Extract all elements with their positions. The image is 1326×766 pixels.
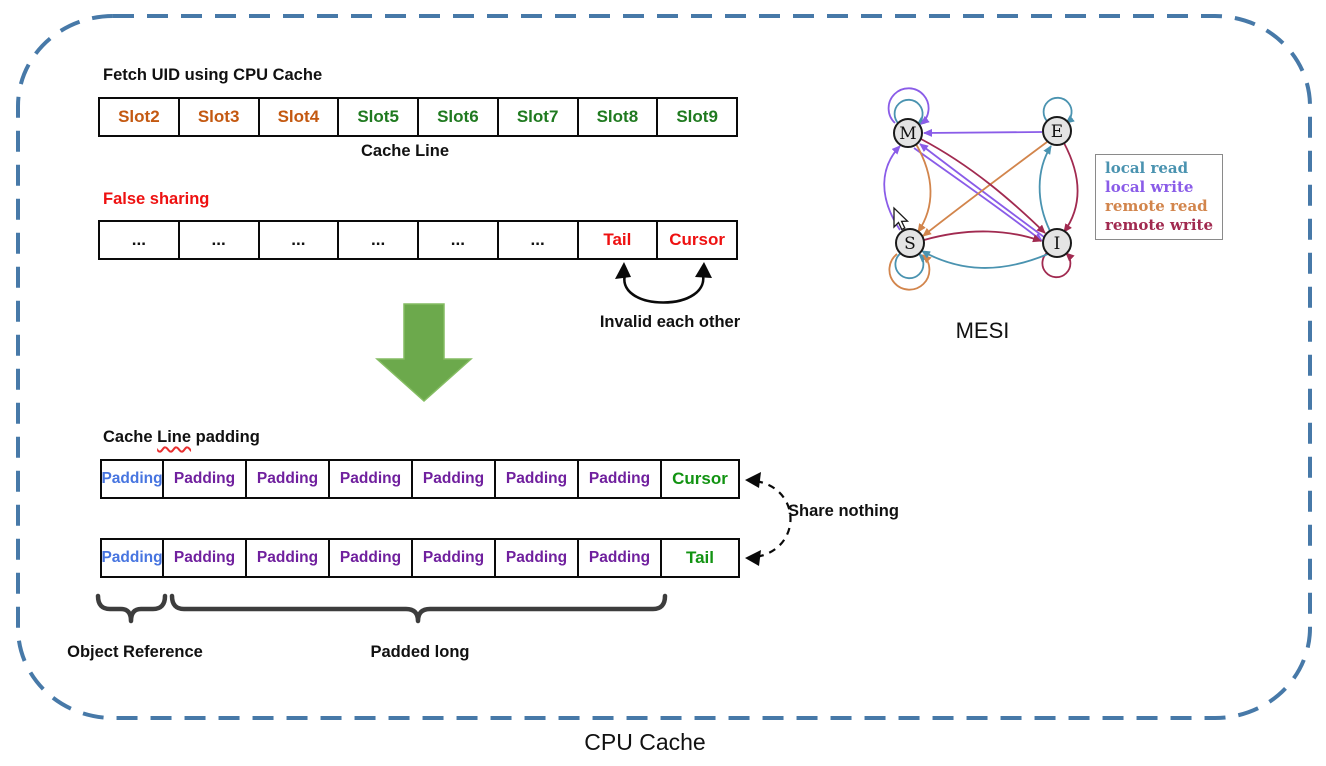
cursor-cell: Cursor xyxy=(656,222,736,258)
padded-long-brace xyxy=(169,593,668,624)
tail-cell: Tail xyxy=(660,540,738,576)
svg-text:S: S xyxy=(904,234,916,254)
edge-e-to-s xyxy=(922,141,1048,237)
mesi-title: MESI xyxy=(955,318,1010,343)
e-local-read-loop xyxy=(1042,96,1075,124)
mesi-node-i: I xyxy=(1042,228,1072,258)
slot-cell: Slot2 xyxy=(118,107,160,126)
object-reference-brace xyxy=(95,593,168,624)
mesi-node-m: M xyxy=(893,118,923,148)
tail-cell: Tail xyxy=(576,222,657,258)
ellipsis-cell: ... xyxy=(496,222,577,258)
edge-s-to-i xyxy=(923,230,1042,243)
mesi-node-s: S xyxy=(895,228,925,258)
edge-e-to-i xyxy=(1063,142,1079,233)
share-nothing-arrow xyxy=(745,472,792,566)
padding-cell: Padding xyxy=(328,461,411,497)
svg-text:M: M xyxy=(899,124,916,144)
slot-cell: Slot9 xyxy=(656,99,736,135)
slot-cell: Slot4 xyxy=(257,99,338,135)
padding-title-prefix: Cache xyxy=(103,428,158,446)
m-local-write-loop xyxy=(887,87,930,125)
padding-cell: Padding xyxy=(494,540,577,576)
padded-long-label: Padded long xyxy=(370,643,470,661)
mesi-graph: M E S I xyxy=(883,87,1079,291)
ellipsis-cell: ... xyxy=(177,222,258,258)
false-sharing-title: False sharing xyxy=(103,190,210,208)
slot-table: Slot2 Slot3 Slot4 Slot5 Slot6 Slot7 Slot… xyxy=(98,97,738,137)
mouse-cursor-icon xyxy=(893,206,910,231)
edge-m-to-s xyxy=(915,143,932,233)
padding-cell: Padding xyxy=(494,461,577,497)
share-nothing-annotation: Share nothing xyxy=(788,502,899,520)
padding-cell: Padding xyxy=(411,461,494,497)
padding-cell: Padding xyxy=(328,540,411,576)
fetch-section-title: Fetch UID using CPU Cache xyxy=(103,66,323,84)
i-remote-write-loop xyxy=(1041,251,1075,279)
legend-local-write: local write xyxy=(1105,178,1194,196)
slot-cell: Slot7 xyxy=(496,99,577,135)
ellipsis-cell: ... xyxy=(417,222,497,258)
padding-cell: Padding xyxy=(162,461,245,497)
s-remote-read-loop xyxy=(888,253,932,291)
padding-title-suffix: padding xyxy=(191,428,260,446)
cursor-cell: Cursor xyxy=(660,461,738,497)
cache-line-caption: Cache Line xyxy=(360,142,450,160)
ellipsis-cell: ... xyxy=(257,222,338,258)
legend-remote-read: remote read xyxy=(1105,197,1208,215)
svg-text:E: E xyxy=(1051,122,1063,142)
slot-cell: Slot3 xyxy=(177,99,258,135)
slot-cell: Slot8 xyxy=(576,99,657,135)
edge-m-to-i-remote xyxy=(920,138,1046,234)
padded-tail-row: Padding Padding Padding Padding Padding … xyxy=(100,538,740,578)
padding-title-typo-word: Line xyxy=(157,428,192,446)
slot-cell: Slot6 xyxy=(417,99,497,135)
edge-m-to-i xyxy=(913,147,1043,242)
ellipsis-cell: ... xyxy=(337,222,417,258)
padding-section-title: Cache Line padding xyxy=(103,428,260,447)
padding-cell: Padding xyxy=(577,540,660,576)
edge-i-to-e xyxy=(1038,145,1052,232)
padding-cell: Padding xyxy=(102,549,162,566)
down-arrow-shape xyxy=(375,303,473,403)
mesi-legend: local read local write remote read remot… xyxy=(1095,154,1224,240)
s-local-read-loop xyxy=(894,252,928,280)
edge-s-to-m xyxy=(883,145,901,231)
legend-local-read: local read xyxy=(1105,159,1189,177)
padding-cell: Padding xyxy=(411,540,494,576)
object-reference-label: Object Reference xyxy=(67,643,203,661)
padding-cell: Padding xyxy=(162,540,245,576)
padding-cell: Padding xyxy=(102,470,162,487)
cpu-cache-caption: CPU Cache xyxy=(584,729,706,755)
padded-cursor-row: Padding Padding Padding Padding Padding … xyxy=(100,459,740,499)
m-local-read-loop xyxy=(893,98,926,126)
mesi-node-e: E xyxy=(1042,116,1072,146)
edge-e-to-m xyxy=(923,128,1043,137)
slot-cell: Slot5 xyxy=(337,99,417,135)
legend-remote-write: remote write xyxy=(1105,216,1214,234)
padding-cell: Padding xyxy=(245,540,328,576)
invalid-annotation: Invalid each other xyxy=(599,313,741,331)
padding-cell: Padding xyxy=(245,461,328,497)
ellipsis-cell: ... xyxy=(131,230,146,249)
invalid-each-other-arrow xyxy=(615,262,712,304)
edge-i-to-m xyxy=(919,143,1045,238)
false-sharing-table: ... ... ... ... ... ... Tail Cursor xyxy=(98,220,738,260)
padding-cell: Padding xyxy=(577,461,660,497)
svg-text:I: I xyxy=(1054,234,1061,254)
edge-i-to-s xyxy=(921,250,1049,269)
